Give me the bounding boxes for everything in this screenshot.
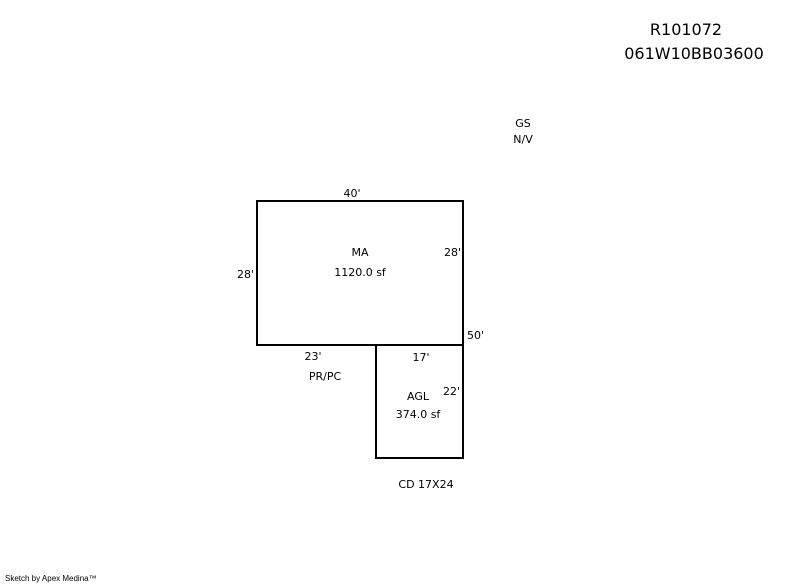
note-nv: N/V [513, 133, 533, 146]
ma-bottom-dim: 23' [304, 350, 322, 363]
ma-top-dim: 40' [343, 187, 361, 200]
agl-area: 374.0 sf [395, 408, 441, 421]
ma-label: MA [351, 246, 369, 259]
ma-area: 1120.0 sf [334, 266, 386, 279]
agl-right-dim: 22' [443, 385, 461, 398]
main-area-outline [256, 200, 464, 346]
porch-label: PR/PC [308, 370, 342, 383]
agl-area-outline [375, 344, 464, 459]
sketch-credit: Sketch by Apex Medina™ [5, 574, 97, 583]
agl-top-dim: 17' [412, 351, 430, 364]
ma-left-dim: 28' [237, 268, 255, 281]
ma-right-dim: 28' [444, 246, 462, 259]
map-taxlot: 061W10BB03600 [624, 44, 764, 63]
corner-dim: 50' [467, 329, 485, 342]
agl-label: AGL [407, 390, 429, 403]
account-number: R101072 [649, 20, 723, 39]
deck-label: CD 17X24 [398, 478, 454, 491]
note-gs: GS [515, 117, 531, 130]
